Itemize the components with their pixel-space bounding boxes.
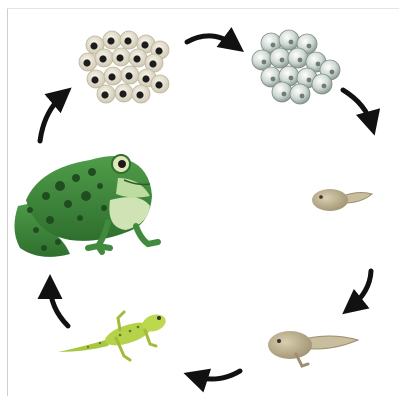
spawn-egg-yolk	[99, 55, 106, 62]
spawn-egg-light-core	[282, 92, 287, 97]
frog-spot	[42, 192, 50, 200]
spawn-egg-yolk	[116, 54, 123, 61]
frog-spot	[55, 239, 61, 245]
spawn-egg-light-core	[298, 58, 303, 63]
spawn-egg-light-core	[271, 77, 276, 82]
frog-spot	[101, 205, 107, 211]
tadpole-eye	[319, 195, 323, 199]
froglet-tail	[58, 338, 112, 352]
spawn-egg-yolk	[125, 72, 132, 79]
frog-pupil	[118, 160, 126, 168]
tadpole-legs-body	[268, 331, 312, 359]
arrow-legs-to-froglet	[193, 371, 240, 379]
spawn-egg-light-core	[262, 60, 267, 65]
frog-belly	[109, 197, 150, 230]
spawn-egg-light-core	[307, 78, 312, 83]
frog-spot	[81, 191, 91, 201]
frog-spot	[97, 183, 103, 189]
frog-front-leg-right	[136, 226, 158, 244]
spawn-egg-light-core	[271, 43, 276, 48]
spawn-egg-yolk	[83, 59, 90, 66]
spawn-egg-yolk	[108, 73, 115, 80]
spawn-egg-yolk	[141, 41, 148, 48]
spawn-egg-yolk	[155, 47, 162, 54]
spawn-egg-light	[312, 74, 332, 94]
spawn-egg-light-core	[289, 76, 294, 81]
spawn-egg-light	[290, 84, 310, 104]
spawn-egg-yolk	[149, 60, 156, 67]
spawn-egg-yolk	[91, 76, 98, 83]
froglet-front-leg	[145, 330, 156, 346]
tadpole-body	[312, 189, 348, 211]
frog-spot	[77, 215, 83, 221]
frog-spot	[72, 174, 80, 182]
froglet-eye	[157, 316, 161, 320]
frog-spawn-light	[252, 30, 340, 104]
frog-spot	[88, 168, 96, 176]
spawn-egg-light	[288, 48, 308, 68]
spawn-egg-yolk	[119, 90, 126, 97]
spawn-egg-light-core	[280, 58, 285, 63]
spawn-egg-yolk	[90, 42, 97, 49]
tadpole-legs-eye	[277, 339, 281, 343]
spawn-egg-light-core	[307, 44, 312, 49]
frog-spot	[46, 216, 54, 224]
arrow-spawn-to-tadpole	[343, 90, 372, 126]
frog-spot	[27, 207, 33, 213]
frog-spawn-dark	[79, 31, 169, 103]
spawn-egg-yolk	[142, 75, 149, 82]
arrow-spawn-to-spawn	[187, 36, 236, 46]
spawn-egg-light-core	[300, 94, 305, 99]
spawn-egg-light	[272, 82, 292, 102]
spawn-egg-yolk	[107, 37, 114, 44]
spawn-egg-yolk	[155, 81, 162, 88]
spawn-egg-light	[270, 48, 290, 68]
frog-spot	[55, 181, 65, 191]
frog-spot	[64, 200, 72, 208]
spawn-egg-light-core	[289, 40, 294, 45]
adult-frog	[14, 155, 158, 257]
arrow-frog-to-spawn	[40, 94, 64, 141]
frog-spot	[33, 227, 39, 233]
spawn-egg-yolk	[133, 55, 140, 62]
arrow-froglet-to-frog	[50, 284, 68, 326]
tadpole	[312, 189, 372, 211]
spawn-egg-light-core	[322, 84, 327, 89]
arrow-tadpole-to-legs	[350, 271, 371, 308]
spawn-egg-light-core	[316, 62, 321, 67]
spawn-egg-light-core	[330, 70, 335, 75]
spawn-egg-yolk	[101, 91, 108, 98]
spawn-egg-yolk	[136, 91, 143, 98]
spawn-egg-yolk	[124, 37, 131, 44]
spawn-egg-light	[279, 30, 299, 50]
frog-spot	[41, 245, 47, 251]
froglet	[58, 312, 168, 360]
tadpole-with-legs	[268, 331, 358, 366]
